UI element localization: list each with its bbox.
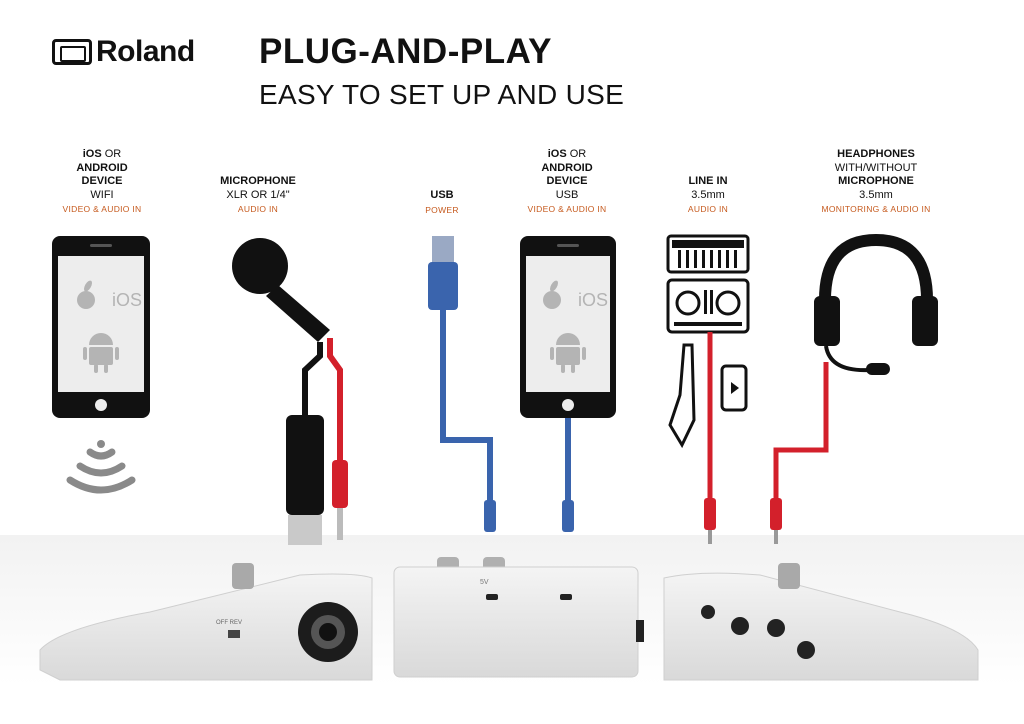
device-back-panel: 5V (393, 557, 644, 678)
xlr-plug-icon (286, 415, 324, 545)
device-left-side: OFF REV (39, 563, 373, 681)
roland-logo-text: Roland (96, 35, 195, 68)
wifi-icon (66, 440, 136, 494)
roland-logo: Roland (52, 35, 195, 69)
ios-label: iOS (112, 290, 142, 310)
headset-icon (814, 233, 938, 375)
android-icon (83, 333, 119, 373)
usb-power-port[interactable] (486, 594, 498, 600)
port-5v-label: 5V (480, 579, 489, 586)
media-player-icon (720, 364, 748, 412)
roland-logo-mark (52, 39, 92, 65)
device-right-side (663, 563, 979, 681)
page-subtitle: EASY TO SET UP AND USE (259, 79, 625, 110)
reverb-switch[interactable] (228, 630, 240, 638)
label-headphones: HEADPHONES WITH/WITHOUT MICROPHONE 3.5mm… (821, 148, 931, 214)
switch-label: OFF REV (216, 620, 242, 626)
microphone-icon (232, 238, 330, 342)
android-icon (550, 333, 586, 373)
apple-icon (543, 280, 561, 309)
label-usb-power: USB POWER (425, 189, 459, 215)
label-microphone: MICROPHONE XLR OR 1/4" AUDIO IN (220, 175, 296, 214)
jack-plug-icon (332, 460, 348, 540)
headphone-jack[interactable] (767, 619, 785, 637)
label-ios-android-usb: iOS OR ANDROID DEVICE USB VIDEO & AUDIO … (527, 148, 607, 214)
usb-plug-icon (428, 236, 458, 310)
usb-device-port[interactable] (560, 594, 572, 600)
wind-instrument-icon (668, 343, 696, 449)
smartphone-icon: iOS (520, 236, 616, 418)
smartphone-icon: iOS (52, 236, 150, 418)
label-ios-android-wifi: iOS OR ANDROID DEVICE WIFI VIDEO & AUDIO… (62, 148, 142, 214)
keyboard-icon (666, 234, 750, 274)
ios-label: iOS (578, 290, 608, 310)
page-title: PLUG-AND-PLAY (259, 32, 552, 71)
apple-icon (77, 280, 95, 309)
dj-controller-icon (666, 278, 750, 334)
line-in-jack[interactable] (701, 605, 715, 619)
label-line-in: LINE IN 3.5mm AUDIO IN (687, 175, 729, 214)
